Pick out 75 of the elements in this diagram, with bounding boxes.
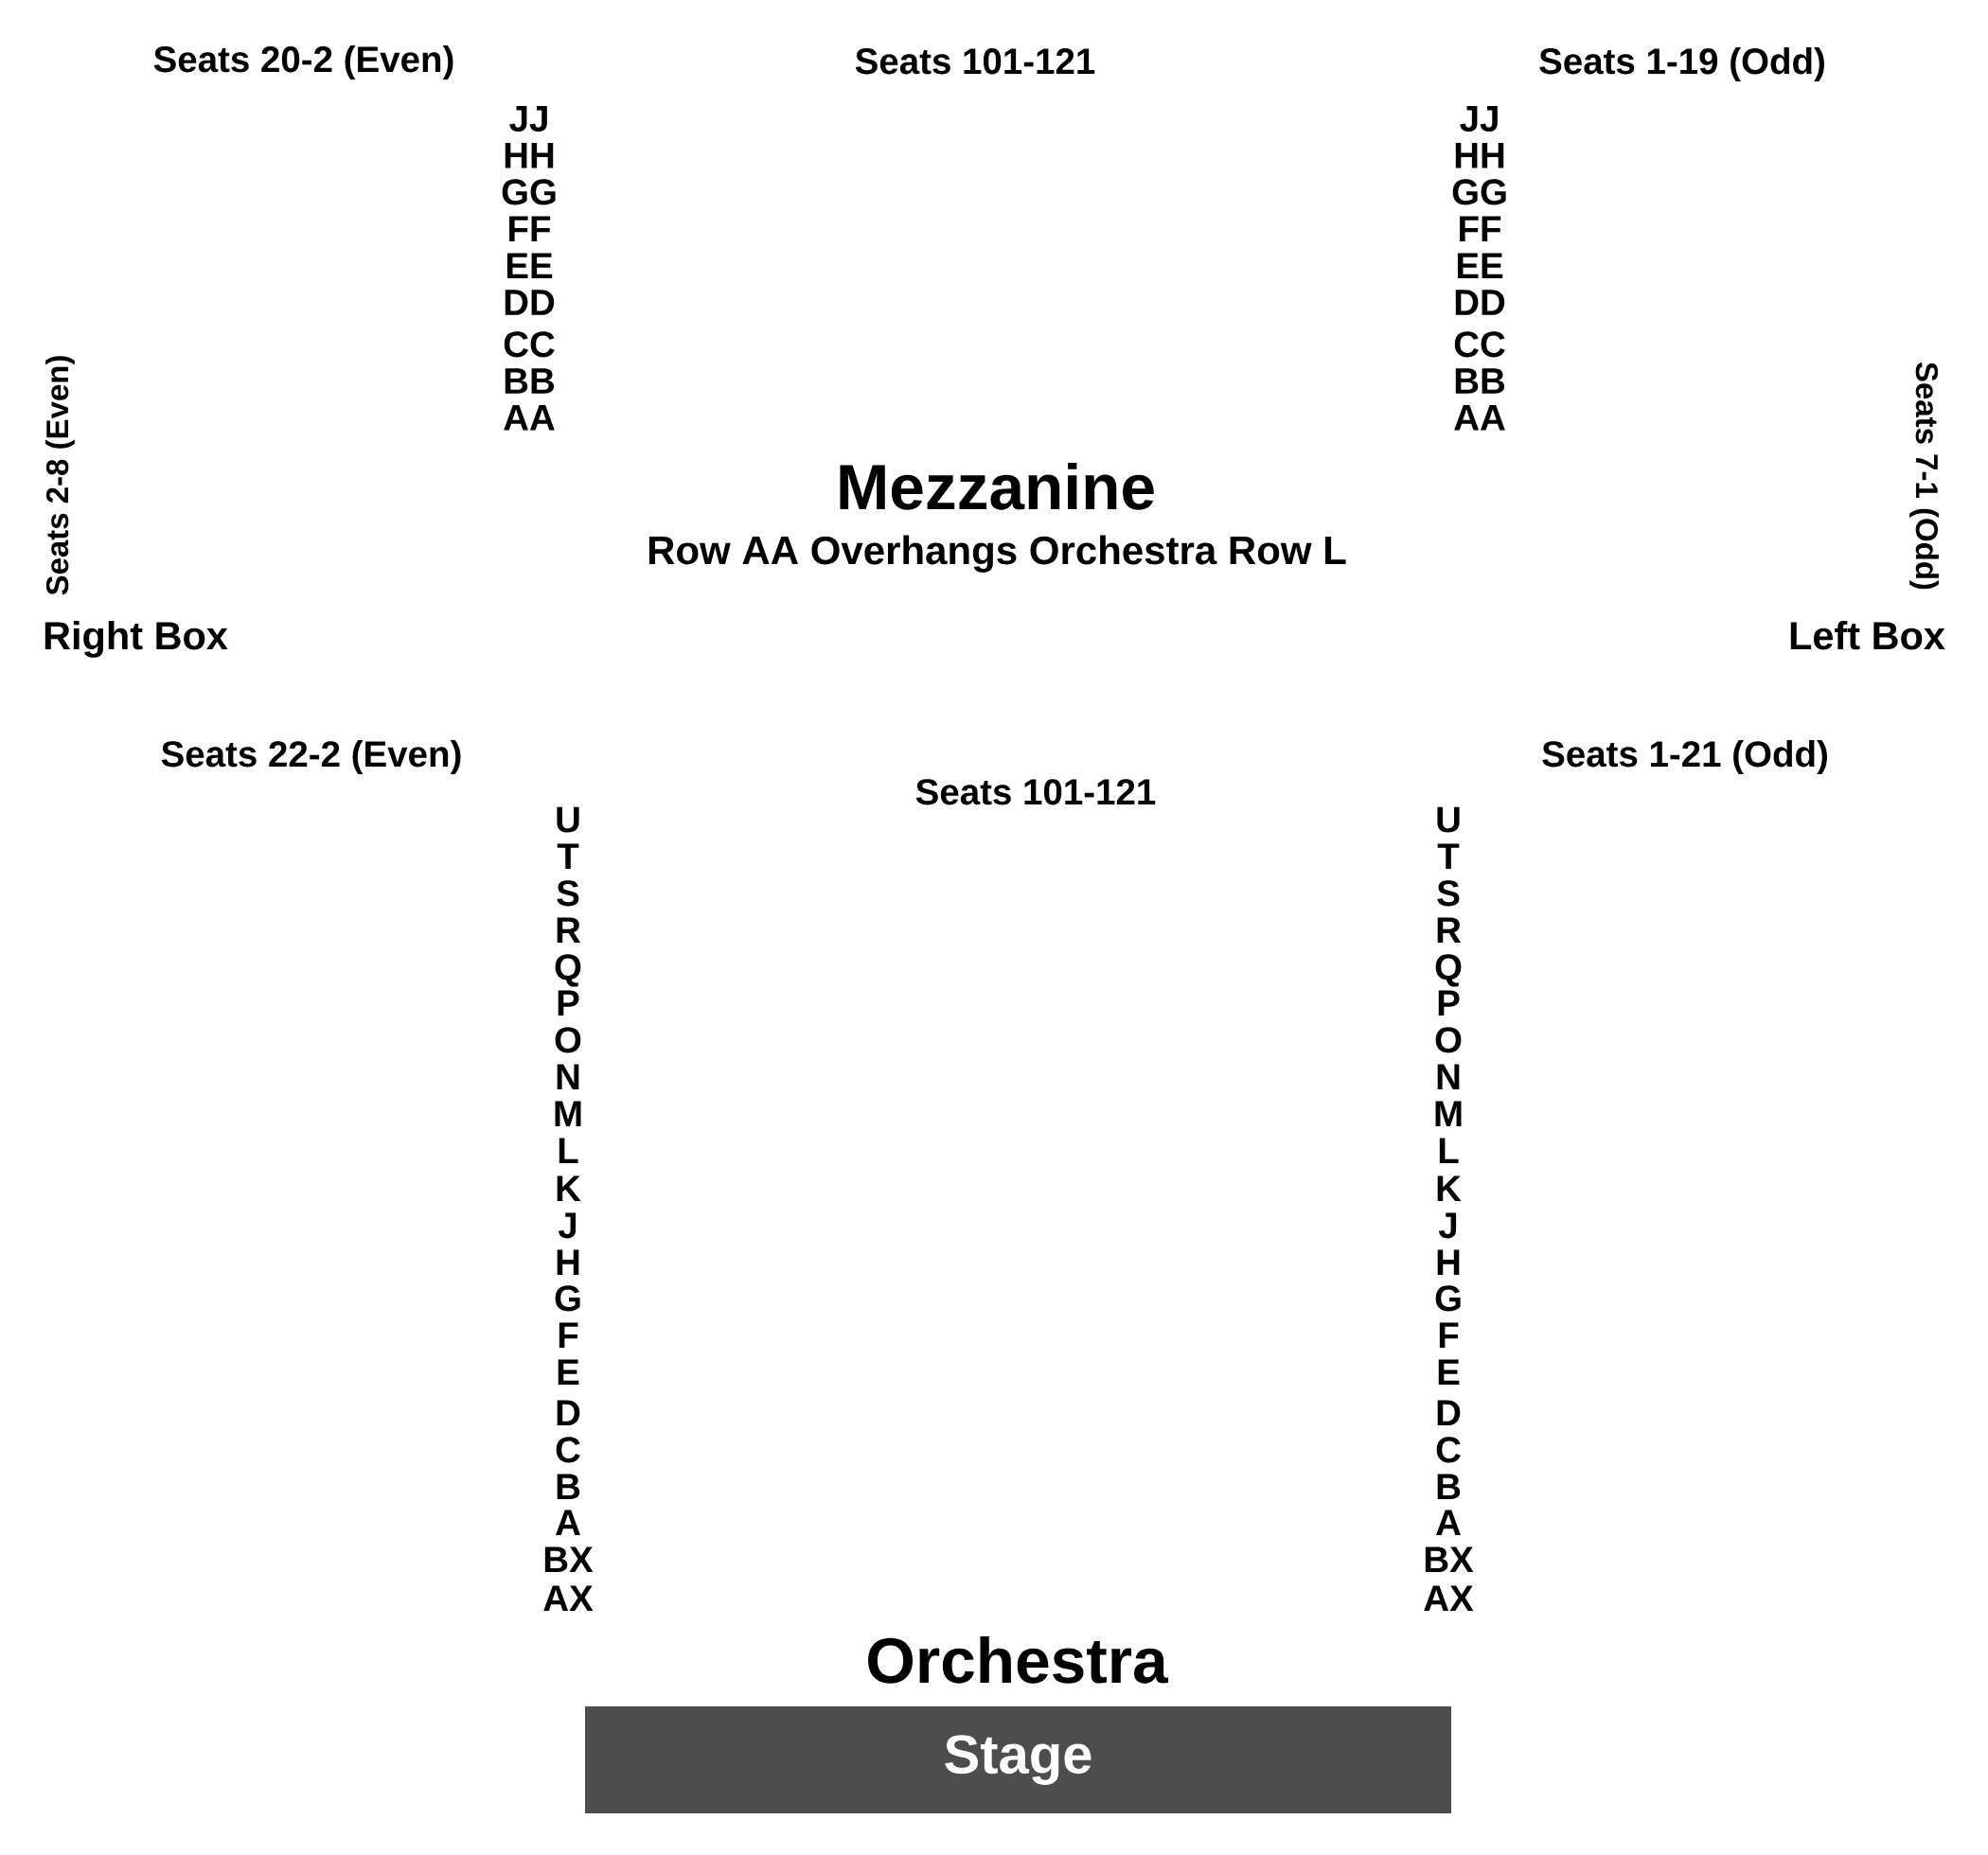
row-letter: C <box>556 1437 580 1463</box>
row-letter: A <box>556 1510 580 1535</box>
row-letter: U <box>557 806 579 833</box>
row-letter: R <box>557 917 581 943</box>
seat-range-label: Seats 1-21 (Odd) <box>1542 740 1827 774</box>
row-letter: GG <box>1452 179 1506 205</box>
stage-block: Stage <box>585 1706 1451 1814</box>
seat-range-label: Seats 1-19 (Odd) <box>1539 47 1824 81</box>
row-letter: N <box>1437 1064 1460 1089</box>
row-letter: N <box>557 1064 579 1089</box>
row-letter: JJ <box>509 106 547 132</box>
row-letter: B <box>1437 1474 1461 1499</box>
seat-range-label: Seats 101-121 <box>915 779 1156 805</box>
row-letter: HH <box>505 142 554 168</box>
row-letter: D <box>557 1400 580 1425</box>
row-letter: J <box>558 1212 577 1239</box>
row-letter: T <box>557 843 579 869</box>
row-letter: CC <box>504 331 555 358</box>
row-letter: O <box>555 1027 581 1053</box>
row-letter: R <box>1437 917 1462 943</box>
seat-range-label: Seats 22-2 (Even) <box>161 740 461 774</box>
row-letter: BX <box>1425 1546 1474 1572</box>
row-letter: B <box>557 1474 580 1499</box>
row-letter: AX <box>1424 1585 1474 1611</box>
row-letter: EE <box>1457 253 1503 278</box>
row-letter: D <box>1437 1400 1461 1425</box>
note: Row AA Overhangs Orchestra Row L <box>648 535 1346 573</box>
row-letter: JJ <box>1460 106 1498 132</box>
row-letter: S <box>1437 880 1460 907</box>
row-letter: HH <box>1455 142 1504 168</box>
seat-range-label: Seats 101-121 <box>855 48 1095 75</box>
row-letter: M <box>1435 1101 1462 1126</box>
row-letter: AA <box>504 405 555 431</box>
row-letter: L <box>559 1138 578 1163</box>
row-letter: P <box>558 990 579 1016</box>
row-letter: FF <box>509 216 551 241</box>
row-letter: H <box>557 1249 579 1275</box>
row-letter: A <box>1436 1510 1461 1535</box>
row-letter: FF <box>1460 216 1501 241</box>
row-letter: T <box>1437 843 1460 869</box>
seat-range-label: Seats 20-2 (Even) <box>153 45 453 80</box>
row-letter: DD <box>1455 290 1505 315</box>
row-letter: C <box>1436 1437 1461 1463</box>
row-letter: G <box>1435 1285 1461 1312</box>
row-letter: S <box>557 880 579 907</box>
area-label: Right Box <box>44 620 228 658</box>
row-letter: GG <box>502 179 556 205</box>
row-letter: BB <box>1455 368 1505 394</box>
row-letter: L <box>1439 1138 1459 1163</box>
row-letter: E <box>1438 1359 1460 1385</box>
row-letter: J <box>1438 1212 1457 1239</box>
row-letter: AA <box>1454 405 1505 431</box>
row-letter: Q <box>1435 954 1462 987</box>
row-letter: O <box>1435 1027 1462 1053</box>
seat-range-label: Seats 2-8 (Even) <box>45 356 75 595</box>
row-letter: BX <box>544 1546 594 1572</box>
row-letter: M <box>555 1101 581 1126</box>
row-letter: K <box>557 1175 581 1201</box>
row-letter: E <box>558 1359 579 1385</box>
area-label: Left Box <box>1790 620 1945 650</box>
row-letter: P <box>1438 990 1460 1016</box>
row-letter: Q <box>555 954 581 987</box>
row-letter: CC <box>1454 331 1505 358</box>
row-letter: AX <box>543 1585 594 1611</box>
row-letter: F <box>559 1322 578 1348</box>
row-letter: F <box>1439 1322 1459 1348</box>
row-letter: K <box>1437 1175 1462 1201</box>
row-letter: DD <box>505 290 555 315</box>
row-letter: EE <box>506 253 553 278</box>
row-letter: G <box>555 1285 580 1312</box>
row-letter: H <box>1437 1249 1460 1275</box>
row-letter: BB <box>505 368 555 394</box>
seat-range-label: Seats 7-1 (Odd) <box>1909 362 1939 590</box>
section-title: Mezzanine <box>840 463 1154 510</box>
row-letter: U <box>1437 806 1460 833</box>
